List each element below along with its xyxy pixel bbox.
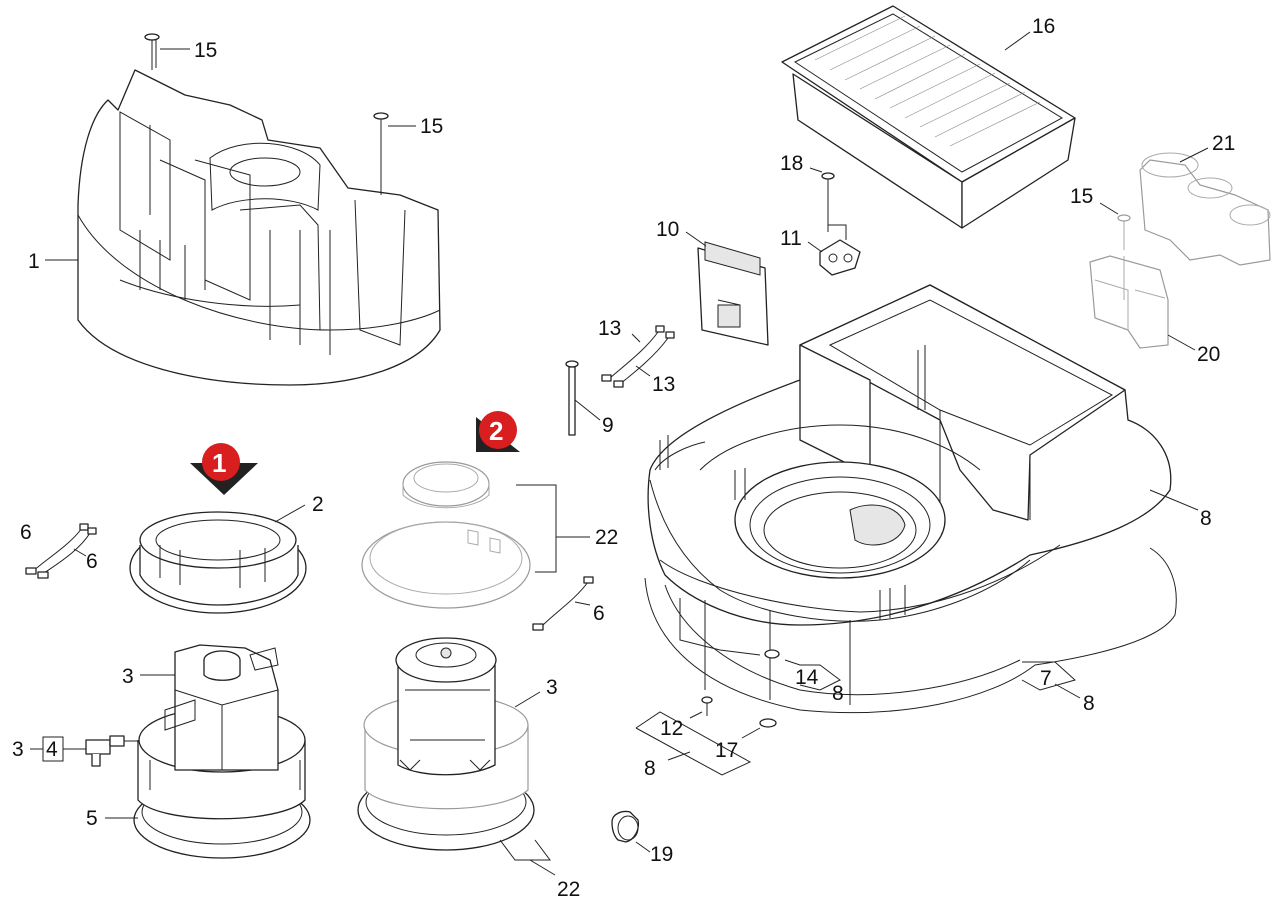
group-bracket-8: 8 <box>635 711 752 780</box>
callout-18: 18 <box>780 152 803 175</box>
callout-4: 4 <box>46 738 58 761</box>
part-13-cables: 13 13 <box>598 317 675 396</box>
callout-13-b: 13 <box>652 373 675 396</box>
callout-22-a: 22 <box>595 526 618 549</box>
part-10-circuit-board: 10 <box>656 218 769 346</box>
callout-21: 21 <box>1212 132 1235 155</box>
part-3-motor-left: 3 <box>122 644 311 859</box>
part-1-motor-cover: 1 <box>28 69 441 386</box>
part-18-screw: 18 <box>780 152 835 232</box>
part-6-cables-left: 6 6 <box>20 521 98 579</box>
callout-13-a: 13 <box>598 317 621 340</box>
callout-8-d: 8 <box>644 757 656 780</box>
callout-6-b: 6 <box>86 550 98 573</box>
callout-15-b: 15 <box>420 115 443 138</box>
part-8-main-housing: 8 <box>644 284 1212 714</box>
callout-8-a: 8 <box>1200 507 1212 530</box>
callout-3-b: 3 <box>546 676 558 699</box>
part-12-screw: 12 <box>660 696 713 740</box>
part-5-gasket: 5 <box>86 807 138 830</box>
badge-1-label: 1 <box>212 448 226 478</box>
part-21-accessory-holder: 21 <box>1139 132 1271 266</box>
callout-11: 11 <box>780 227 802 250</box>
badge-2-label: 2 <box>489 416 503 446</box>
part-9-cable-tie: 9 <box>565 360 614 437</box>
part-4-connector: 3 4 <box>12 735 138 767</box>
variant-badge-2: 2 <box>476 411 520 452</box>
part-14-latch: 14 8 <box>764 649 844 705</box>
part-6-cable-middle: 6 <box>532 576 605 631</box>
callout-14: 14 <box>795 666 819 689</box>
callout-8-c: 8 <box>832 682 844 705</box>
callout-12: 12 <box>660 717 683 740</box>
callout-16: 16 <box>1032 15 1055 38</box>
callout-6-c: 6 <box>593 602 605 625</box>
part-16-filter: 16 <box>781 5 1076 229</box>
callout-3-c: 3 <box>12 738 24 761</box>
part-11-clip: 11 <box>780 224 861 276</box>
part-7-gasket: 7 8 <box>1021 661 1095 715</box>
part-22-ring-set: 22 <box>361 461 618 609</box>
callout-2: 2 <box>312 493 324 516</box>
callout-5: 5 <box>86 807 98 830</box>
callout-9: 9 <box>602 414 614 437</box>
callout-1: 1 <box>28 250 40 273</box>
callout-7: 7 <box>1040 667 1052 690</box>
callout-22-b: 22 <box>557 878 580 901</box>
callout-6-a: 6 <box>20 521 32 544</box>
part-15-screw-a: 15 <box>144 33 217 70</box>
part-15-screw-b: 15 <box>373 112 443 195</box>
callout-20: 20 <box>1197 343 1220 366</box>
part-19-bumper: 19 <box>611 810 673 866</box>
callout-15-a: 15 <box>194 39 217 62</box>
callout-17: 17 <box>715 739 738 762</box>
callout-10: 10 <box>656 218 679 241</box>
part-3-motor-middle: 3 22 <box>357 637 580 901</box>
callout-15-c: 15 <box>1070 185 1093 208</box>
callout-8-b: 8 <box>1083 692 1095 715</box>
part-20-clip-holder: 20 <box>1089 255 1220 366</box>
part-2-motor-ring: 2 <box>129 493 324 614</box>
part-17-washer: 17 <box>715 718 777 762</box>
callout-3-a: 3 <box>122 665 134 688</box>
variant-badge-1: 1 <box>190 443 258 495</box>
callout-19: 19 <box>650 843 673 866</box>
part-15-screw-c: 15 <box>1070 185 1131 250</box>
